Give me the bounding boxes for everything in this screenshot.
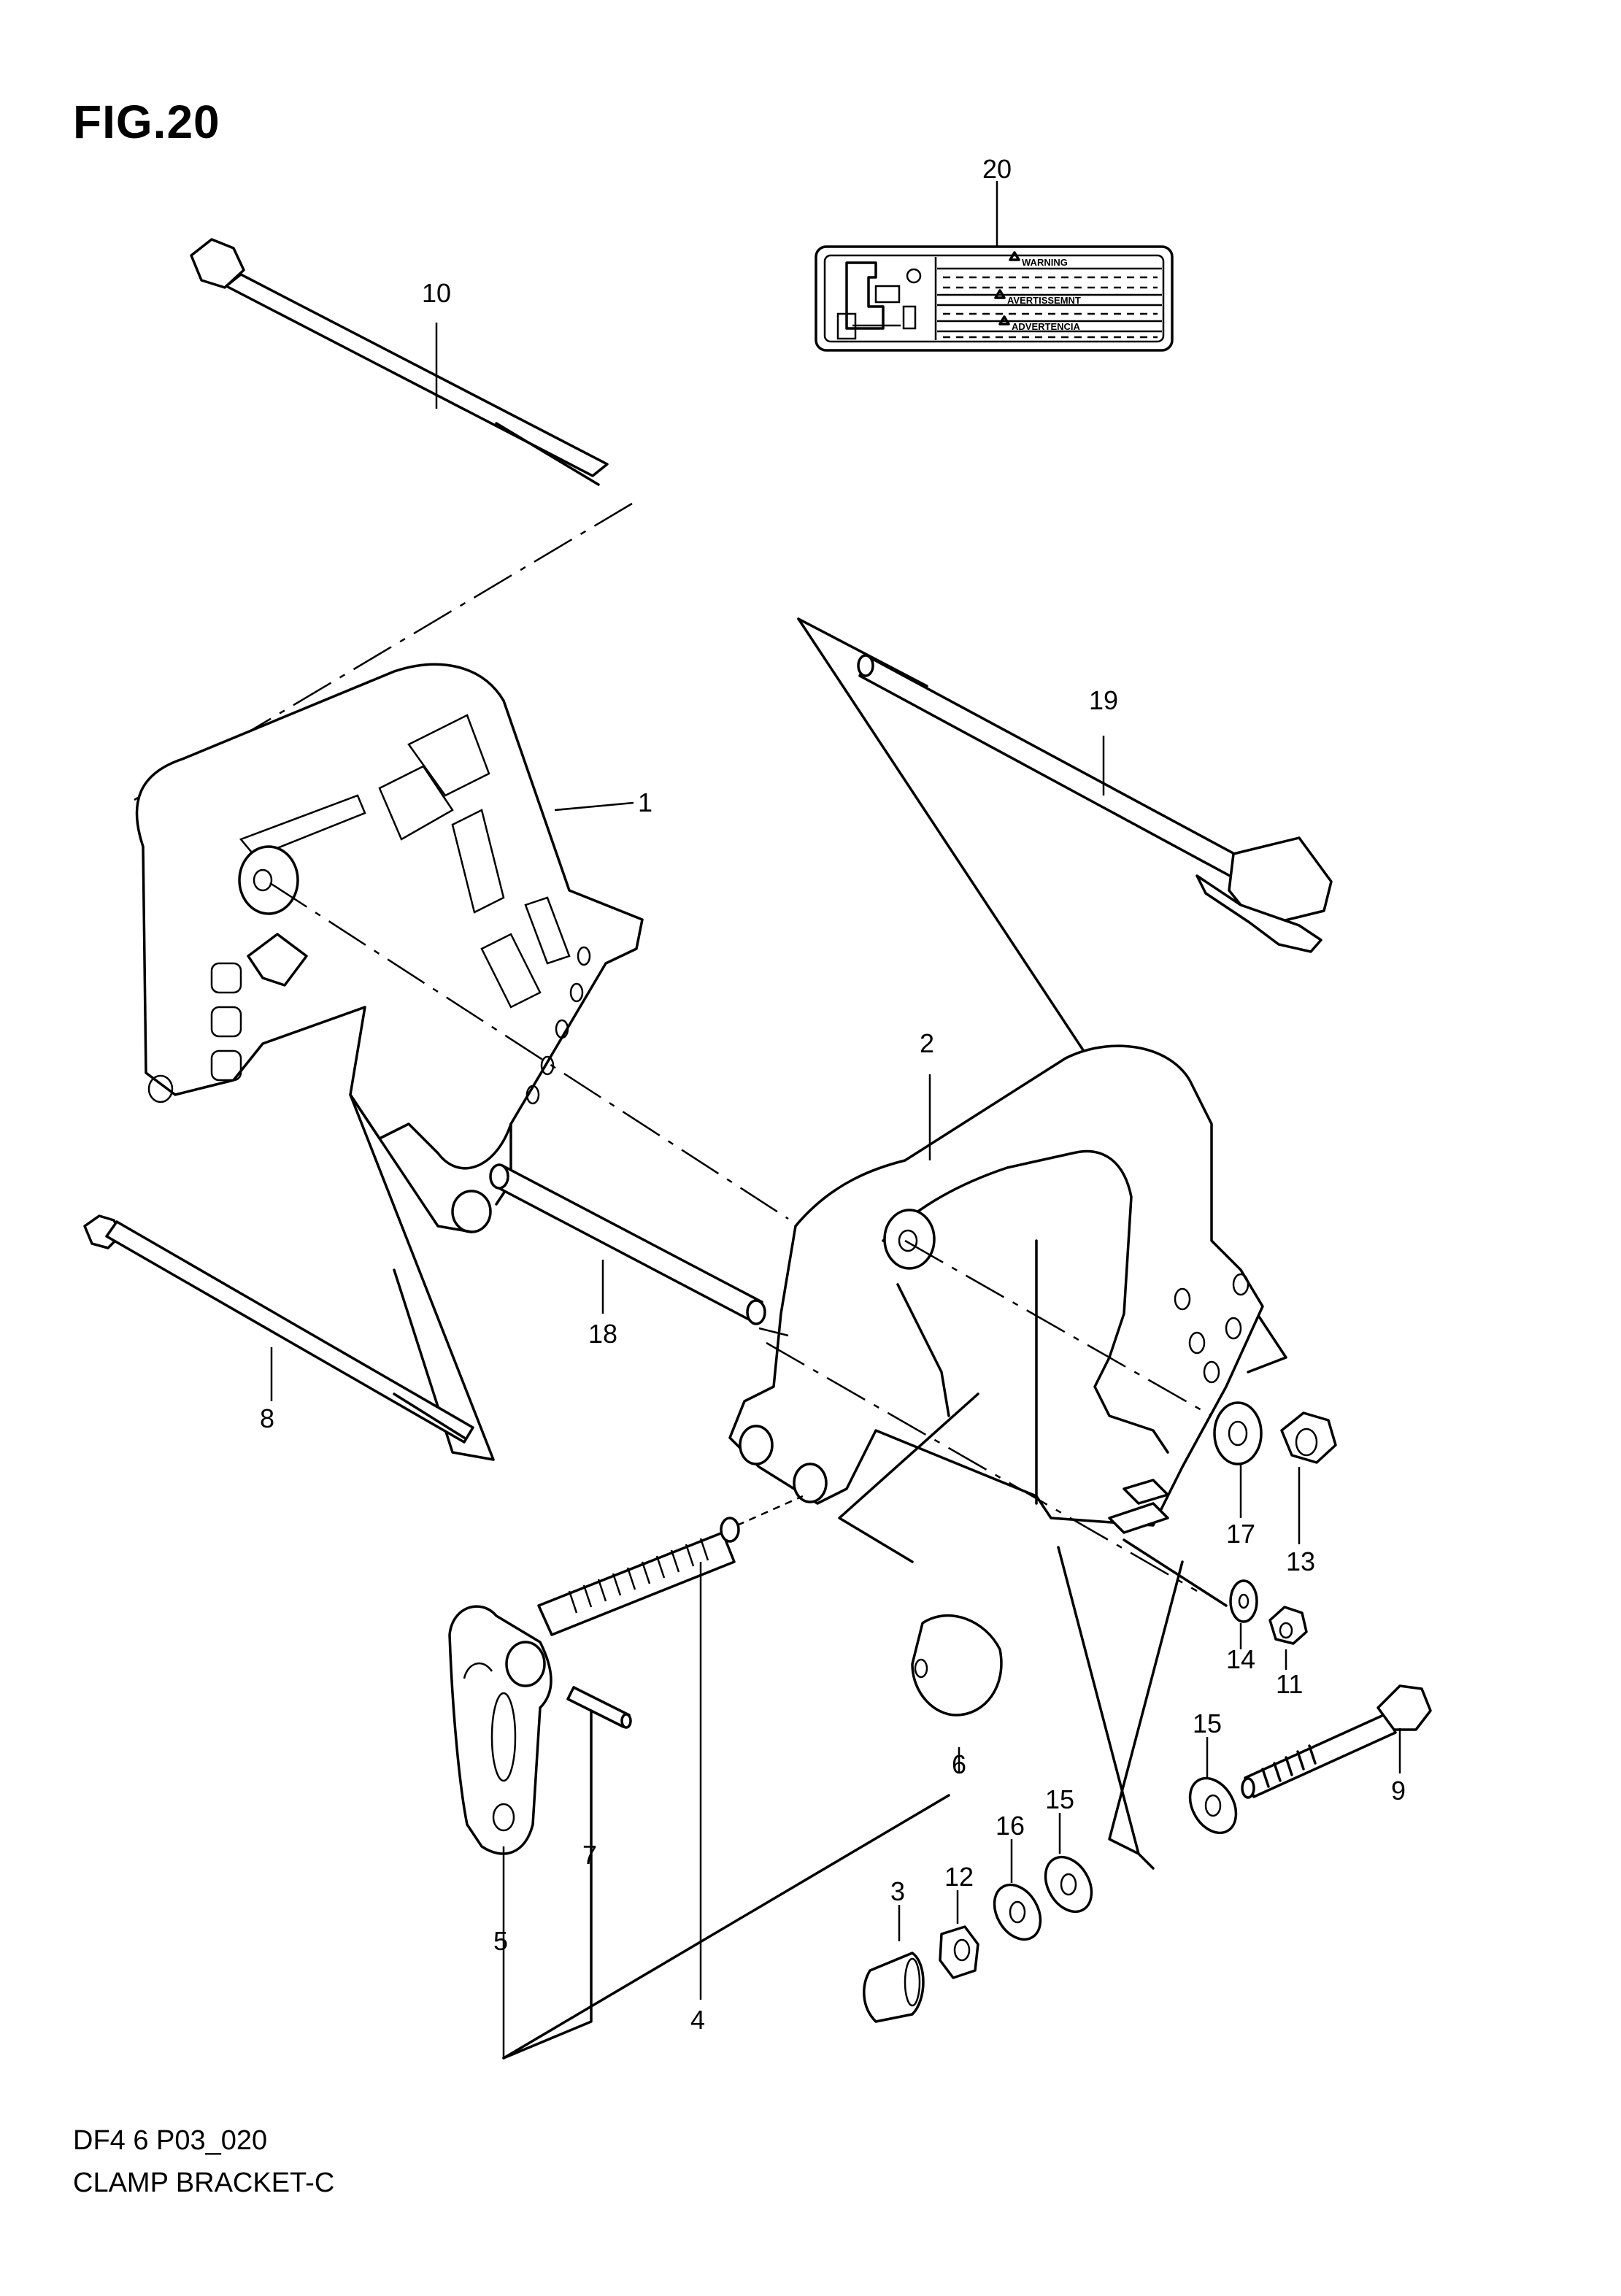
figure-code: DF4 6 P03_020 — [73, 2125, 268, 2156]
warning-label-decal: WARNING AVERTISSEMNT ADVERTENCIA — [815, 181, 1174, 352]
washer-16 — [1213, 1401, 1263, 1518]
clamp-bracket-right-2 — [728, 1044, 1264, 1870]
nut-11 — [1268, 1606, 1308, 1670]
part-label-15-upper: 15 — [1193, 1708, 1222, 1738]
washer-14 — [1229, 1579, 1258, 1649]
clamp-bracket-left-1 — [135, 663, 789, 1461]
spring-4 — [537, 1495, 804, 2000]
nut-13 — [1280, 1411, 1337, 1544]
through-bolt-10 — [134, 238, 633, 801]
part-label-19: 19 — [1089, 685, 1118, 715]
part-label-12: 12 — [944, 1862, 974, 1892]
long-bolt-8 — [83, 1214, 474, 1444]
washer-15-upper — [1188, 1737, 1238, 1835]
pin-7 — [566, 1686, 632, 1729]
warning-heading-en: WARNING — [1022, 257, 1068, 268]
bolt-9 — [1241, 1684, 1432, 1799]
part-label-1: 1 — [638, 787, 652, 817]
warning-heading-es: ADVERTENCIA — [1012, 321, 1081, 332]
part-label-10: 10 — [422, 278, 451, 308]
clamp-lever-5 — [448, 1605, 950, 2060]
cap-3 — [863, 1905, 925, 2023]
part-label-6: 6 — [952, 1749, 966, 1779]
figure-name: CLAMP BRACKET-C — [73, 2168, 335, 2198]
part-label-14: 14 — [1226, 1644, 1255, 1674]
grommet-6 — [911, 1614, 1003, 1773]
part-label-16: 17 — [1226, 1519, 1255, 1549]
part-label-9: 9 — [1391, 1776, 1406, 1806]
part-number-labels: 20 10 19 1 2 18 8 17 13 14 11 15 9 6 15 … — [260, 154, 1406, 2035]
nut-12 — [939, 1890, 979, 1979]
part-label-8: 8 — [260, 1403, 274, 1433]
part-label-11: 11 — [1276, 1669, 1303, 1699]
part-label-18: 18 — [588, 1319, 617, 1349]
washer-15-lower — [1044, 1813, 1093, 1914]
part-label-20: 20 — [982, 154, 1012, 184]
pipe-18 — [489, 1163, 766, 1325]
figure-title: FIG.20 — [73, 96, 220, 148]
part-label-4: 4 — [690, 2005, 705, 2035]
part-label-13: 13 — [1286, 1546, 1315, 1576]
part-label-2: 2 — [920, 1028, 934, 1058]
rod-19 — [797, 617, 1333, 1374]
part-label-3: 3 — [890, 1876, 905, 1906]
part-label-5: 5 — [493, 1926, 508, 1956]
washer-17 — [993, 1839, 1042, 1941]
part-label-17: 16 — [996, 1811, 1025, 1841]
part-label-15-lower: 15 — [1045, 1784, 1074, 1814]
part-label-7: 7 — [582, 1840, 597, 1870]
warning-heading-fr: AVERTISSEMNT — [1007, 295, 1081, 306]
